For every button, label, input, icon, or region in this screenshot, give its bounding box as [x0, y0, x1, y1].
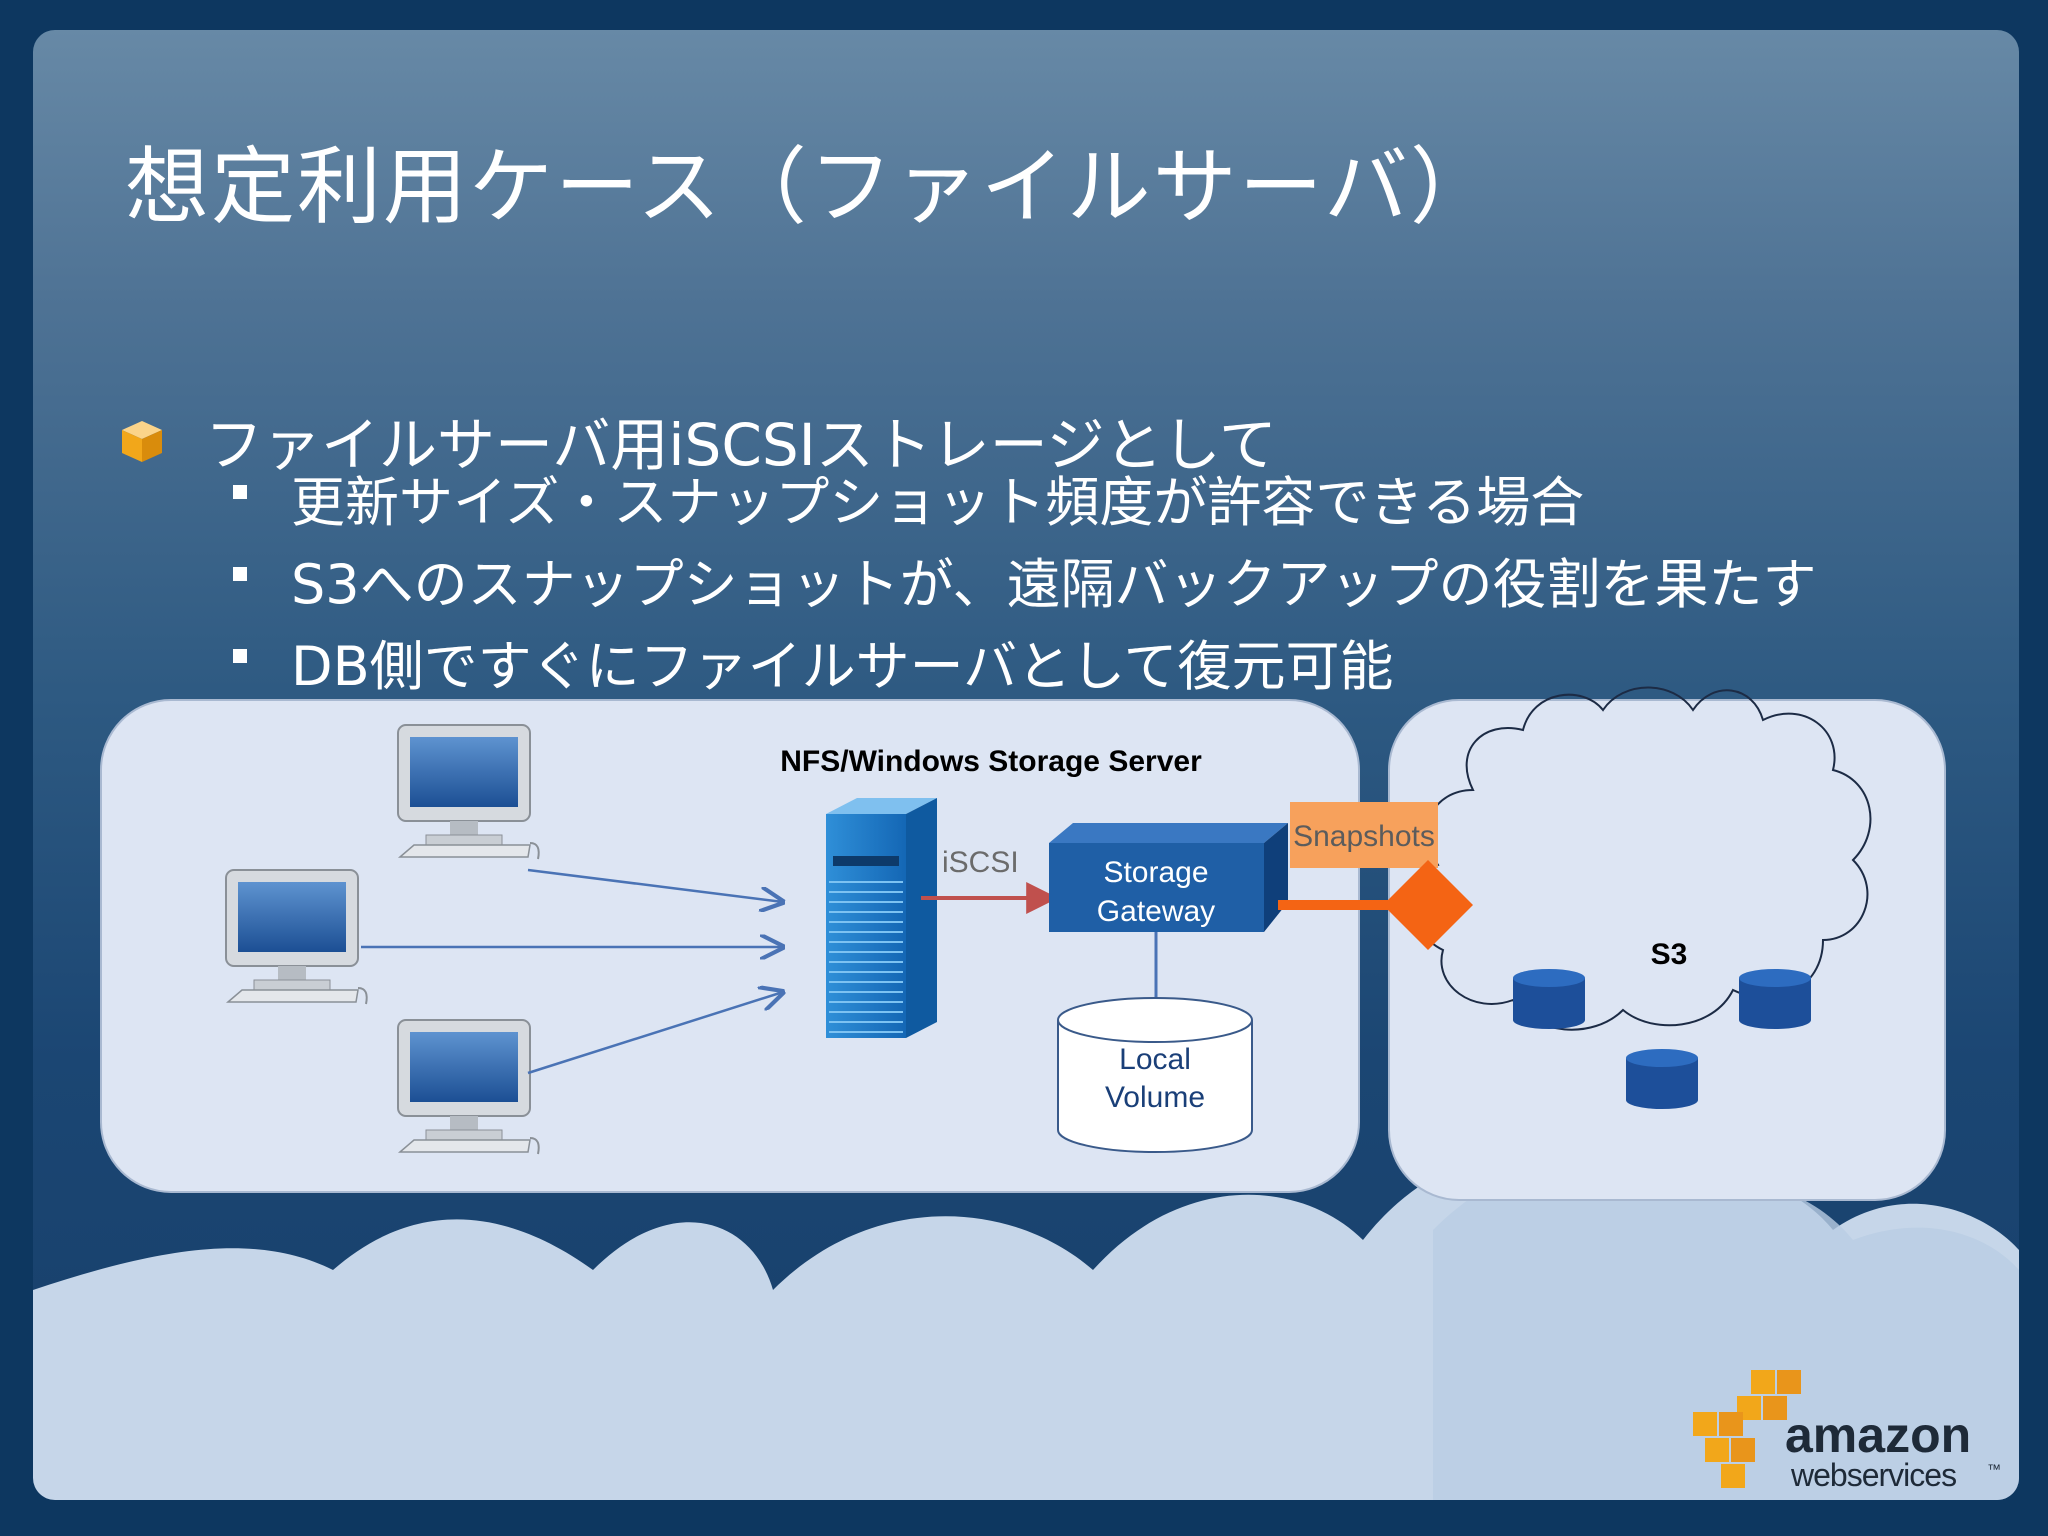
client-arrow	[527, 868, 783, 902]
s3-bucket-icon	[1513, 969, 1585, 1029]
sub-bullet-marker	[233, 485, 247, 499]
tower-server-icon	[826, 798, 937, 1038]
s3-bucket-icon	[1626, 1049, 1698, 1109]
desktop-computer-icon	[397, 724, 540, 860]
sub-bullet-marker	[233, 649, 247, 663]
background-clouds	[33, 1153, 2019, 1500]
slide: 想定利用ケース（ファイルサーバ） ファイルサーバ用iSCSIストレージとして 更…	[33, 30, 2019, 1500]
storage-gateway-label-2: Gateway	[1097, 895, 1215, 928]
iscsi-label: iSCSI	[942, 846, 1019, 879]
client-arrow	[527, 992, 783, 1075]
sub-bullet-marker	[233, 567, 247, 581]
aws-logo-word-webservices: webservices	[1790, 1457, 1956, 1493]
cube-bullet-icon	[122, 421, 162, 462]
desktop-computer-icon	[397, 1019, 540, 1155]
sub-bullet-2: S3へのスナップショットが、遠隔バックアップの役割を果たす	[291, 553, 1817, 616]
server-title: NFS/Windows Storage Server	[780, 745, 1202, 778]
storage-gateway-label-1: Storage	[1103, 856, 1208, 889]
sub-bullet-3: DB側ですぐにファイルサーバとして復元可能	[291, 635, 1394, 698]
aws-logo-word-amazon: amazon	[1785, 1407, 1971, 1463]
snapshots-box	[1290, 802, 1438, 868]
desktop-computer-icon	[225, 869, 368, 1005]
snapshots-label: Snapshots	[1293, 820, 1435, 853]
s3-label: S3	[1651, 938, 1688, 971]
aws-logo-tm: ™	[1987, 1461, 2001, 1477]
architecture-diagram: NFS/Windows Storage Server iSCSI	[100, 686, 1946, 1201]
local-volume-cylinder	[1057, 997, 1253, 1153]
slide-title: 想定利用ケース（ファイルサーバ）	[125, 138, 1496, 236]
aws-logo: amazon webservices ™	[1693, 1370, 2001, 1493]
s3-bucket-icon	[1739, 969, 1811, 1029]
sub-bullet-1: 更新サイズ・スナップショット頻度が許容できる場合	[291, 471, 1585, 534]
aws-cubes-icon	[1693, 1370, 1801, 1488]
s3-cloud-outline	[1411, 686, 1872, 1031]
bullet-main: ファイルサーバ用iSCSIストレージとして	[205, 411, 1277, 479]
cloud-panel	[1388, 699, 1946, 1201]
local-volume-label-2: Volume	[1105, 1081, 1205, 1114]
local-volume-label-1: Local	[1119, 1043, 1191, 1076]
